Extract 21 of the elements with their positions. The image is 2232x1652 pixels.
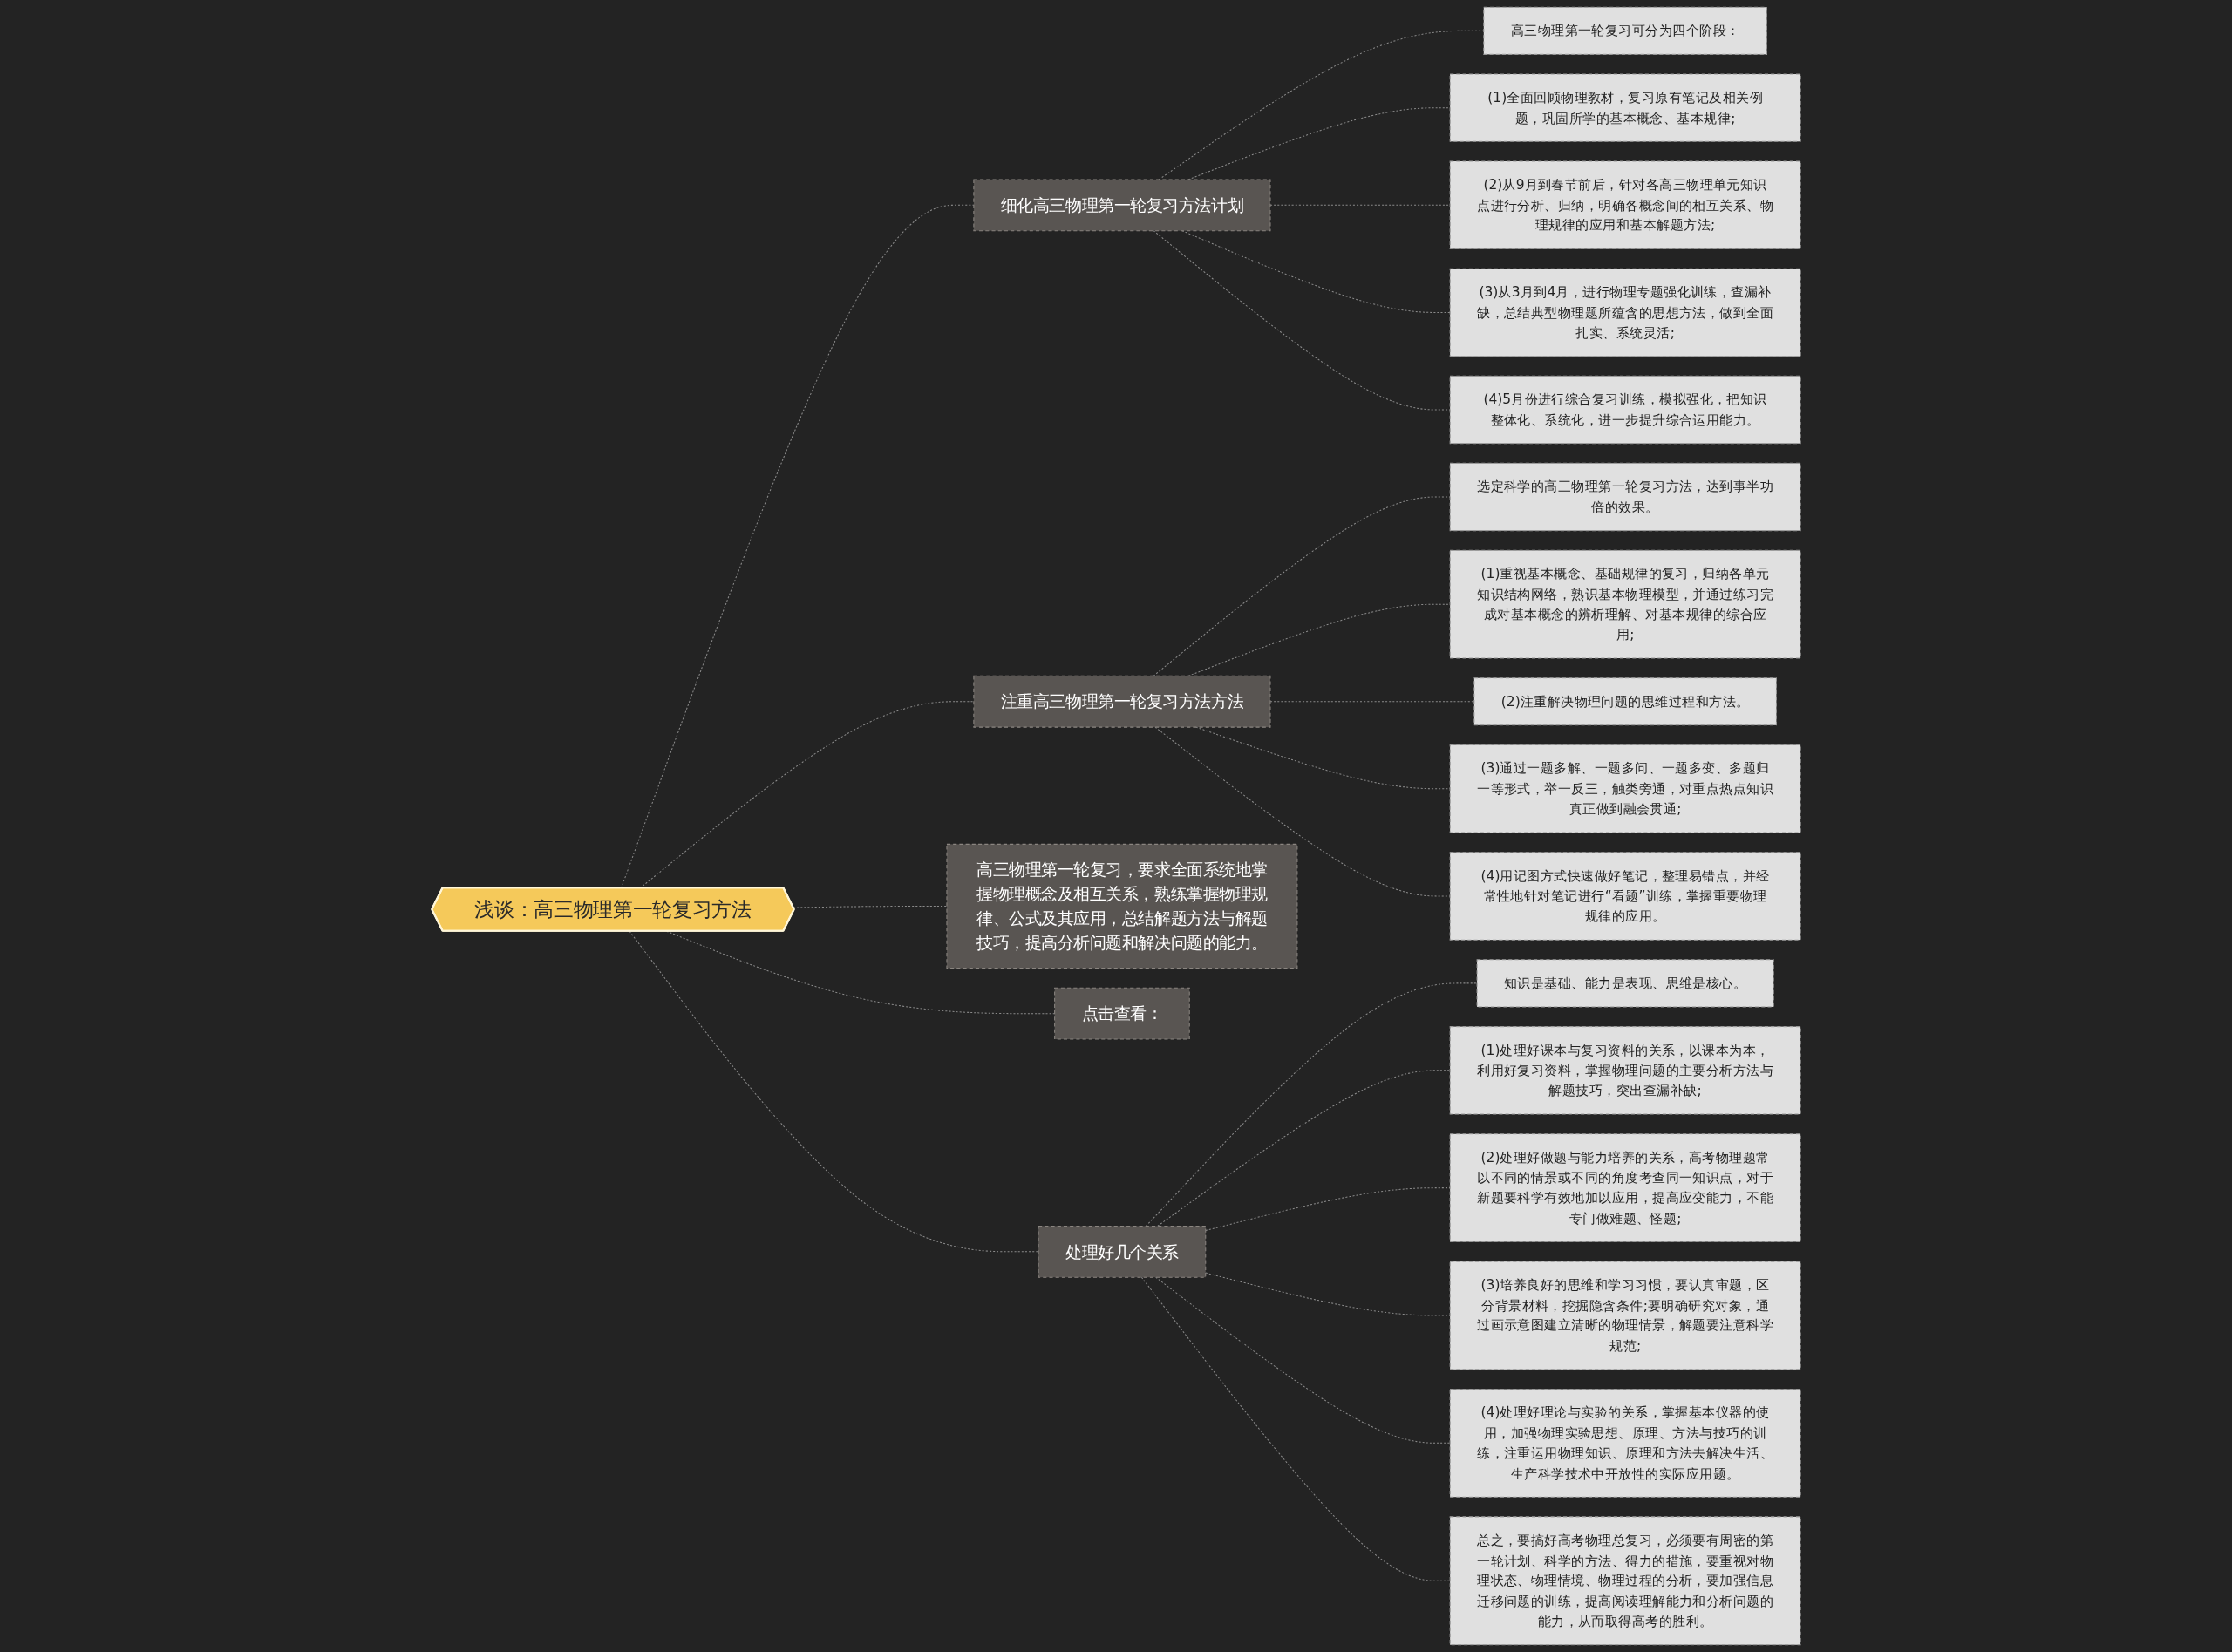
node-box: 知识是基础、能力是表现、思维是核心。 — [1476, 959, 1774, 1008]
node-box: 总之，要搞好高考物理总复习，必须要有周密的第一轮计划、科学的方法、得力的措施，要重视对物理状态、物理情境、物理过程的分析，要加强信息迁移问题的训练，提高阅读理解能力和分析问题的能力，从而取得高考的胜利。 — [1449, 1516, 1801, 1646]
node-box: (3)从3月到4月，进行物理专题强化训练，查漏补缺，总结典型物理题所蕴含的思想方法，做到全面扎实、系统灵活; — [1449, 268, 1801, 357]
node-box: 细化高三物理第一轮复习方法计划 — [973, 179, 1271, 232]
node-box: (2)从9月到春节前后，针对各高三物理单元知识点进行分析、归纳，明确各概念间的相互关系、物理规律的应用和基本解题方法; — [1449, 160, 1801, 250]
node-box: (2)处理好做题与能力培养的关系，高考物理题常以不同的情景或不同的角度考查同一知识点，对于新题要科学有效地加以应用，提高应变能力，不能专门做难题、怪题; — [1449, 1133, 1801, 1242]
node-box: (4)处理好理论与实验的关系，掌握基本仪器的使用，加强物理实验思想、原理、方法与技巧的训练，注重运用物理知识、原理和方法去解决生活、生产科学技术中开放性的实际应用题。 — [1449, 1389, 1801, 1498]
node-box: 处理好几个关系 — [1038, 1225, 1207, 1278]
node-box: 选定科学的高三物理第一轮复习方法，达到事半功倍的效果。 — [1449, 462, 1801, 532]
node-box: (2)注重解决物理问题的思维过程和方法。 — [1473, 677, 1777, 726]
node-box: (1)全面回顾物理教材，复习原有笔记及相关例题，巩固所学的基本概念、基本规律; — [1449, 73, 1801, 142]
node-box: (1)重视基本概念、基础规律的复习，归纳各单元知识结构网络，熟识基本物理模型，并通过练习完成对基本概念的辨析理解、对基本规律的综合应用; — [1449, 549, 1801, 659]
node-box: 高三物理第一轮复习，要求全面系统地掌握物理概念及相互关系，熟练掌握物理规律、公式及其应用，总结解题方法与解题技巧，提高分析问题和解决问题的能力。 — [946, 843, 1298, 969]
node-box: 注重高三物理第一轮复习方法方法 — [973, 675, 1271, 728]
node-box: 高三物理第一轮复习可分为四个阶段： — [1483, 6, 1767, 55]
node-box: (3)通过一题多解、一题多问、一题多变、多题归一等形式，举一反三，触类旁通，对重点热点知识真正做到融会贯通; — [1449, 744, 1801, 833]
node-box: (4)5月份进行综合复习训练，模拟强化，把知识整体化、系统化，进一步提升综合运用能力。 — [1449, 375, 1801, 445]
node-box: 点击查看： — [1053, 987, 1190, 1040]
node-box: (3)培养良好的思维和学习习惯，要认真审题，区分背景材料，挖掘隐含条件;要明确研究对象，通过画示意图建立清晰的物理情景，解题要注意科学规范; — [1449, 1261, 1801, 1370]
node-box: (4)用记图方式快速做好笔记，整理易错点，并经常性地针对笔记进行“看题”训练，掌握重要物理规律的应用。 — [1449, 852, 1801, 941]
node-box: (1)处理好课本与复习资料的关系，以课本为本，利用好复习资料，掌握物理问题的主要分析方法与解题技巧，突出查漏补缺; — [1449, 1026, 1801, 1115]
